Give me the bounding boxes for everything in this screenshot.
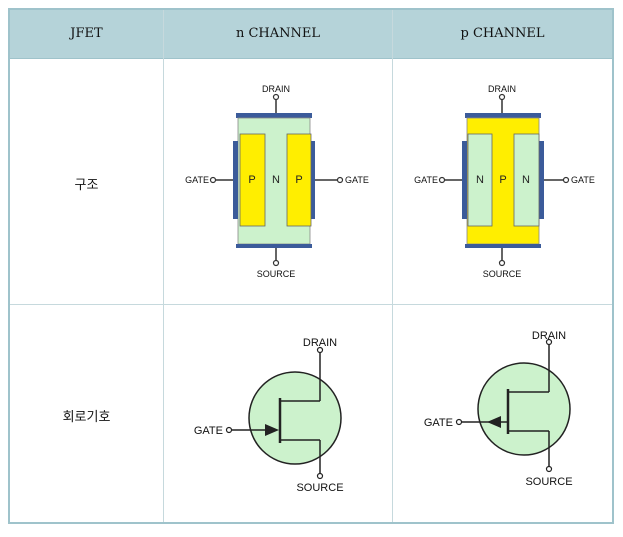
drain-terminal (545, 338, 553, 346)
region-label: N (476, 174, 484, 186)
gate-contact-left (462, 141, 467, 219)
row-label-symbol: 회로기호 (62, 410, 111, 425)
gate-label-left: GATE (414, 175, 438, 185)
p-region-left (239, 133, 266, 227)
symbol-circle (477, 362, 571, 456)
n-region-right (513, 133, 540, 227)
source-contact (236, 244, 312, 248)
symbol-circle (248, 371, 342, 465)
n-channel-structure: DRAIN P N P GATE GATE SOURCE (185, 84, 369, 279)
gate-label: GATE (194, 425, 223, 437)
column-divider (392, 10, 393, 522)
source-label: SOURCE (257, 269, 296, 279)
region-label: P (499, 174, 506, 186)
drain-label: DRAIN (532, 330, 566, 342)
source-terminal (272, 259, 280, 267)
source-label: SOURCE (525, 476, 572, 488)
header-p-channel: p CHANNEL (460, 26, 545, 41)
source-terminal (545, 465, 553, 473)
drain-label: DRAIN (303, 337, 337, 349)
region-label: N (272, 174, 280, 186)
source-label: SOURCE (296, 482, 343, 494)
gate-terminal-left (438, 176, 446, 184)
gate-contact-right (310, 141, 315, 219)
region-label: P (248, 174, 255, 186)
column-divider (163, 10, 164, 522)
gate-arrow-in-icon (265, 424, 279, 436)
source-label: SOURCE (483, 269, 522, 279)
source-terminal (316, 472, 324, 480)
row-label-structure: 구조 (74, 178, 99, 193)
gate-contact-left (233, 141, 238, 219)
gate-label-left: GATE (185, 175, 209, 185)
drain-label: DRAIN (262, 84, 290, 94)
region-label: N (522, 174, 530, 186)
gate-terminal (455, 418, 463, 426)
n-region-left (467, 133, 493, 227)
drain-contact (465, 113, 541, 118)
n-channel-symbol: DRAIN SOURCE GATE (194, 337, 344, 494)
gate-arrow-out-icon (487, 416, 501, 428)
drain-label: DRAIN (488, 84, 516, 94)
gate-label: GATE (424, 417, 453, 429)
gate-terminal-right (336, 176, 344, 184)
drain-terminal (316, 346, 324, 354)
gate-label-right: GATE (345, 175, 369, 185)
source-contact (465, 244, 541, 248)
table-header: JFET n CHANNEL p CHANNEL (10, 10, 612, 59)
gate-terminal (225, 426, 233, 434)
p-region-right (286, 133, 312, 227)
gate-terminal-left (209, 176, 217, 184)
drain-contact (236, 113, 312, 118)
row-divider (10, 304, 612, 305)
gate-contact-right (539, 141, 544, 219)
header-n-channel: n CHANNEL (235, 26, 321, 41)
drain-terminal (498, 93, 506, 101)
p-channel-symbol: DRAIN SOURCE GATE (424, 330, 573, 488)
header-jfet: JFET (70, 26, 103, 41)
drain-terminal (272, 93, 280, 101)
p-channel-structure: DRAIN N P N GATE GATE SOURCE (414, 84, 595, 279)
region-label: P (295, 174, 302, 186)
gate-label-right: GATE (571, 175, 595, 185)
gate-terminal-right (562, 176, 570, 184)
source-terminal (498, 259, 506, 267)
